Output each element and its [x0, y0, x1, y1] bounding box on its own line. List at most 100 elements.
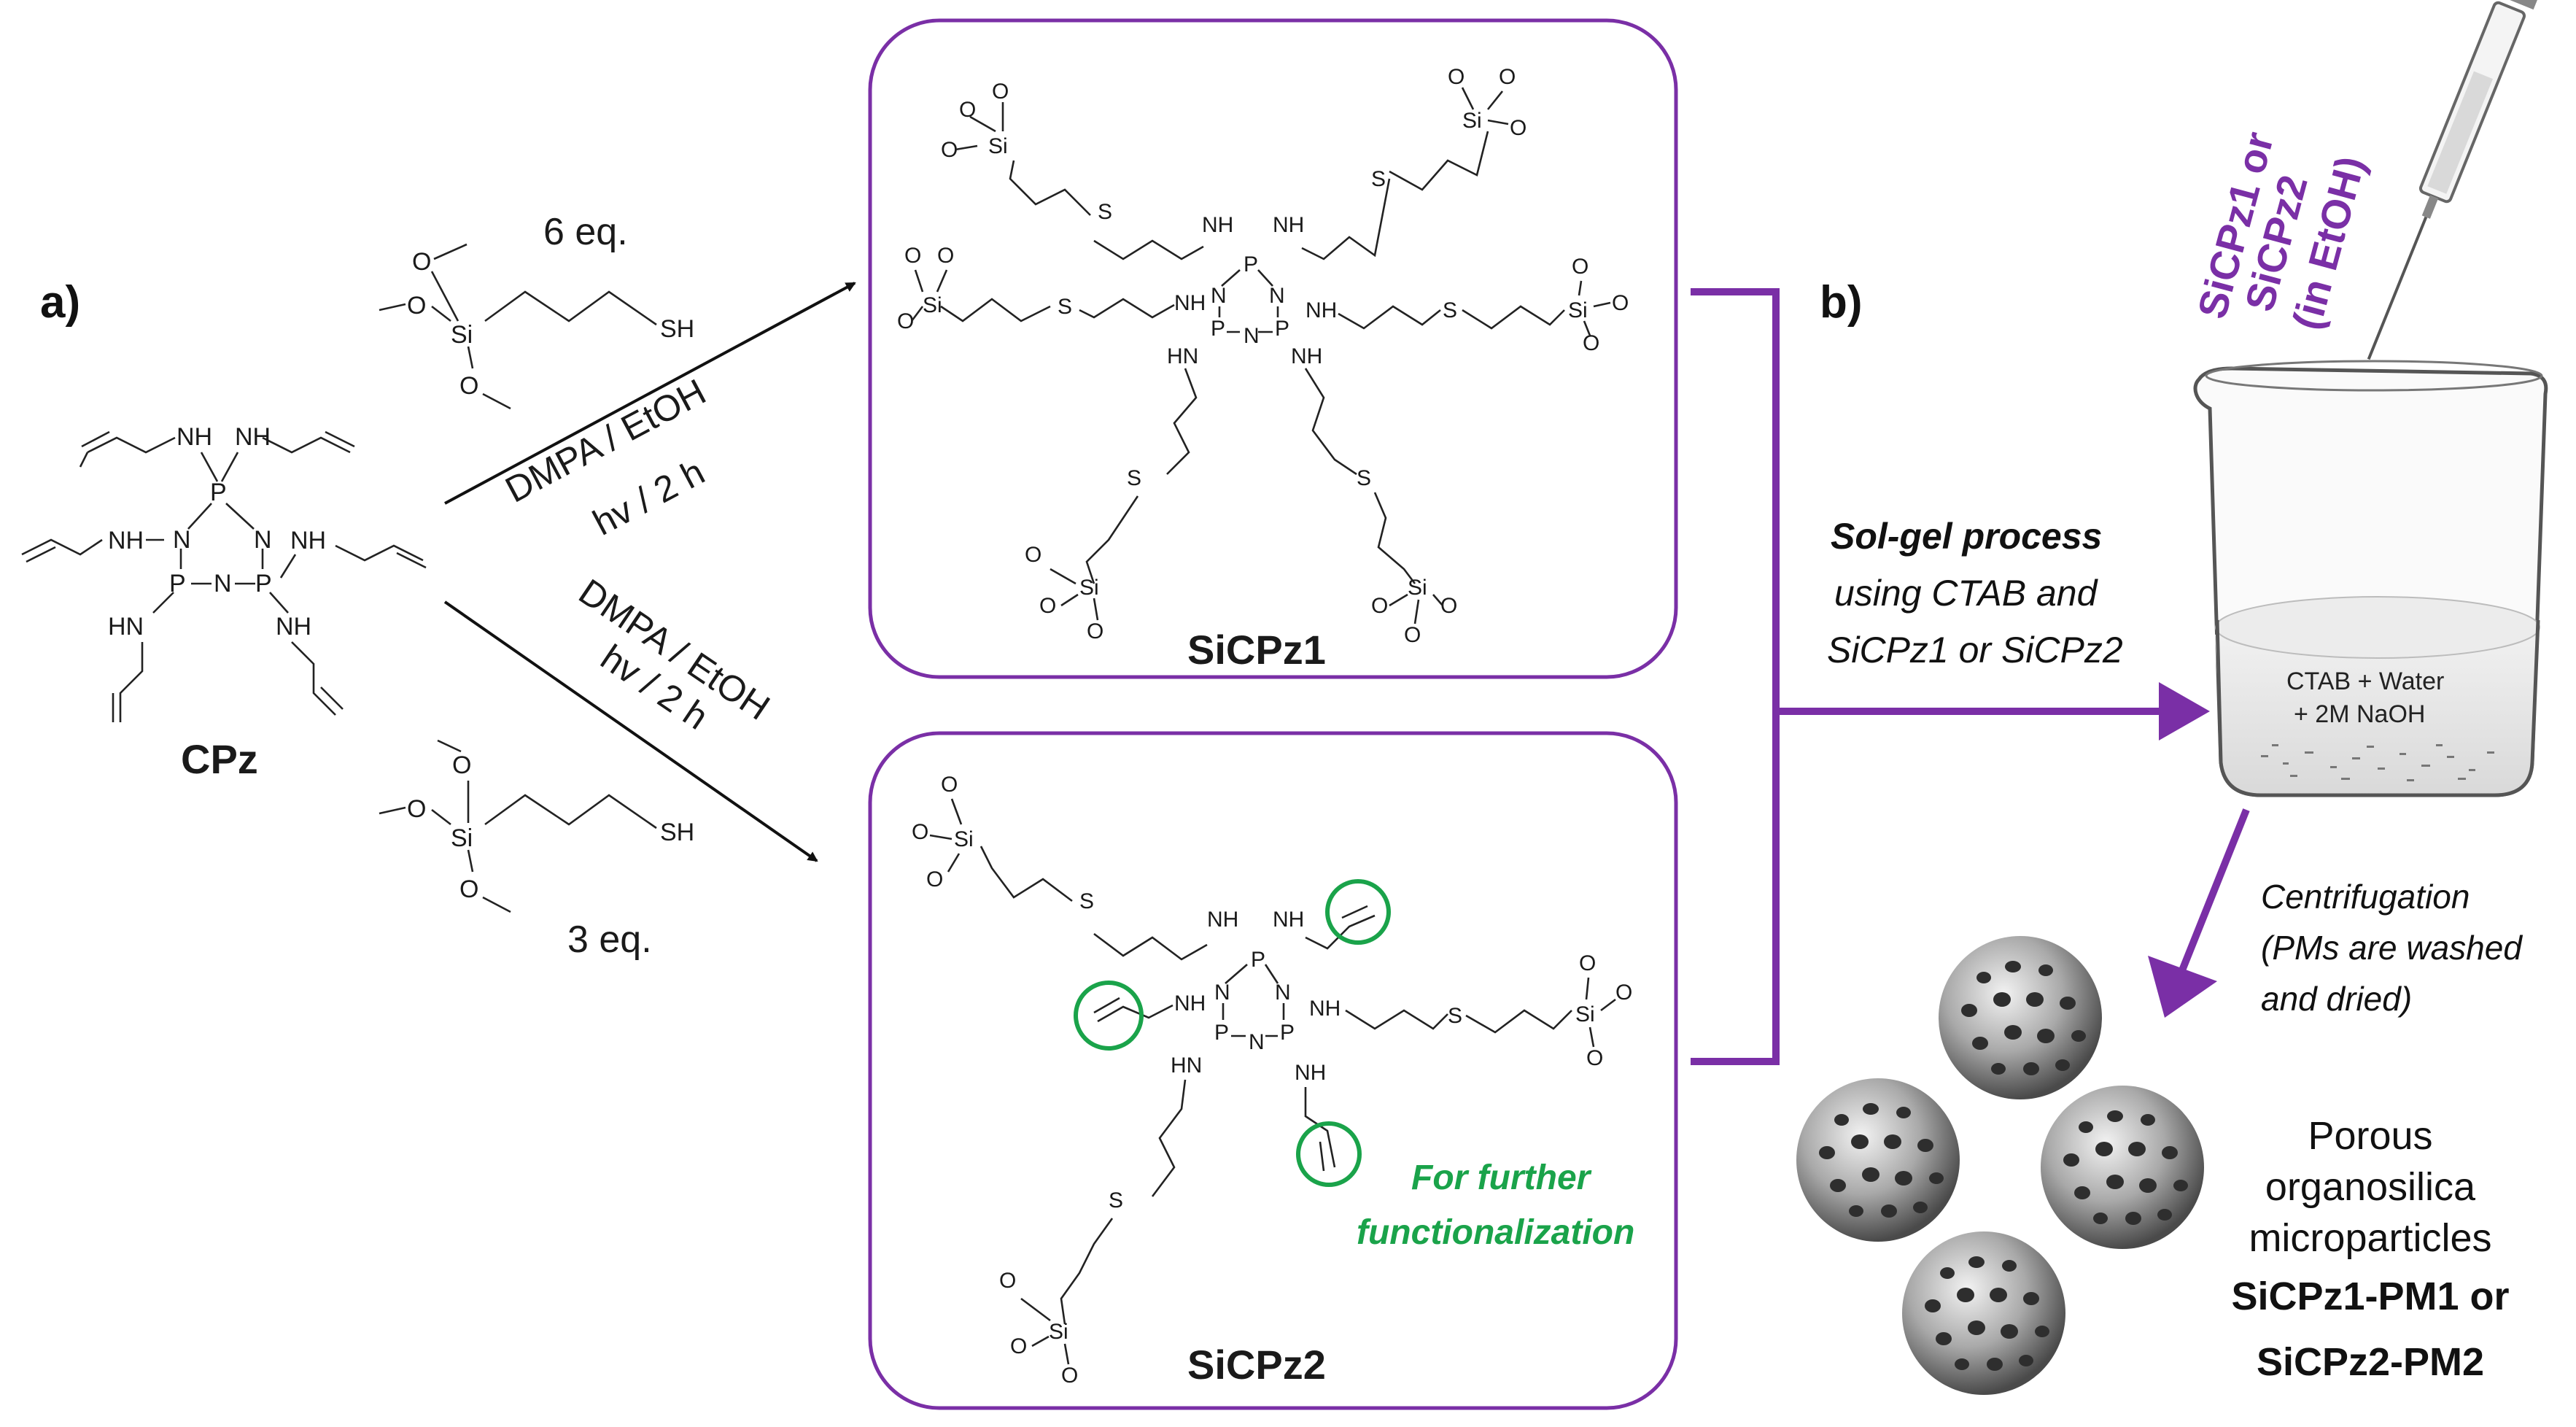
svg-text:O: O	[1612, 291, 1629, 315]
microparticle	[1939, 936, 2102, 1099]
sicpz2-arms: S Si O O O S Si O O O	[912, 773, 1632, 1388]
arrow-to-sicpz1	[444, 282, 856, 505]
svg-text:O: O	[941, 138, 958, 162]
svg-text:Si: Si	[988, 134, 1008, 158]
svg-text:Si: Si	[1049, 1320, 1068, 1344]
process-line-3: SiCPz1 or SiCPz2	[1827, 630, 2123, 670]
svg-text:S: S	[1357, 466, 1371, 490]
svg-text:O: O	[412, 248, 431, 276]
panel-label-a: a)	[40, 277, 80, 328]
reagent-bottom: O O Si O SH 3 eq.	[379, 739, 694, 961]
allyl-highlight-bottom	[1296, 1121, 1362, 1187]
svg-text:O: O	[1440, 594, 1457, 618]
microparticle	[2041, 1086, 2204, 1249]
beaker-line-1: CTAB + Water	[2286, 668, 2444, 695]
svg-text:O: O	[912, 820, 928, 844]
reagent-top-eq: 6 eq.	[543, 211, 628, 253]
svg-text:O: O	[1448, 65, 1464, 89]
svg-text:Si: Si	[1575, 1002, 1595, 1026]
svg-text:NH: NH	[1202, 213, 1233, 237]
cond-top-2: hv / 2 h	[586, 451, 711, 543]
svg-text:P: P	[210, 479, 227, 506]
svg-text:NH: NH	[276, 613, 311, 641]
sicpz2-panel: P N N P N P NH NH NH NH HN NH S Si O	[868, 731, 1678, 1410]
svg-text:O: O	[407, 795, 426, 823]
svg-text:O: O	[1010, 1334, 1027, 1358]
svg-text:HN: HN	[1167, 344, 1198, 368]
centrifugation-line-2: (PMs are washed	[2261, 929, 2523, 967]
flow-bracket	[1691, 288, 2250, 1065]
svg-text:O: O	[959, 98, 976, 122]
svg-text:O: O	[897, 309, 914, 333]
sicpz1-arms: S Si O O O S Si O O O S Si O O	[897, 65, 1629, 647]
svg-text:NH: NH	[1174, 291, 1206, 315]
svg-text:O: O	[1583, 331, 1599, 355]
svg-text:NH: NH	[1174, 991, 1206, 1016]
svg-text:S: S	[1058, 295, 1072, 319]
cpz-name: CPz	[181, 736, 258, 782]
svg-text:Si: Si	[1568, 298, 1588, 322]
svg-text:Si: Si	[954, 827, 974, 851]
svg-text:O: O	[941, 773, 958, 797]
svg-text:NH: NH	[290, 527, 326, 554]
svg-text:O: O	[1615, 981, 1632, 1005]
svg-text:P: P	[1211, 317, 1225, 341]
svg-text:N: N	[173, 526, 191, 554]
svg-text:O: O	[1371, 594, 1388, 618]
svg-text:NH: NH	[1273, 213, 1304, 237]
svg-text:O: O	[1586, 1046, 1603, 1070]
svg-text:P: P	[169, 570, 186, 598]
svg-text:S: S	[1127, 466, 1141, 490]
result-line-4: SiCPz1-PM1 or	[2231, 1275, 2509, 1318]
svg-text:N: N	[1214, 981, 1230, 1005]
sicpz2-core: P N N P N P NH NH NH NH HN NH	[1171, 908, 1341, 1085]
svg-text:Si: Si	[1462, 109, 1482, 133]
allyl-highlight-left	[1074, 981, 1144, 1051]
arrow-to-sicpz2	[443, 600, 818, 862]
allyl-highlight-top	[1325, 879, 1391, 945]
svg-text:NH: NH	[1207, 908, 1238, 932]
svg-text:Si: Si	[1079, 576, 1099, 600]
svg-text:S: S	[1098, 200, 1112, 224]
svg-text:N: N	[1211, 284, 1227, 308]
svg-text:S: S	[1371, 167, 1386, 191]
svg-text:O: O	[407, 292, 426, 320]
syringe	[2367, 0, 2538, 360]
svg-text:HN: HN	[1171, 1053, 1202, 1078]
sicpz1-panel: P N N P N P NH NH NH NH HN NH S Si O	[868, 18, 1678, 679]
cpz-structure: P N N P N P NH NH NH NH HN NH CPz	[21, 423, 427, 782]
svg-text:N: N	[1269, 284, 1285, 308]
reagent-bottom-eq: 3 eq.	[567, 919, 652, 961]
svg-text:HN: HN	[108, 613, 144, 641]
svg-text:P: P	[1251, 948, 1265, 972]
svg-text:O: O	[452, 751, 471, 779]
svg-text:O: O	[459, 372, 478, 400]
svg-text:Si: Si	[1408, 576, 1427, 600]
result-line-3: microparticles	[2249, 1216, 2491, 1260]
svg-text:S: S	[1448, 1004, 1462, 1028]
svg-text:O: O	[1039, 594, 1056, 618]
svg-text:O: O	[992, 80, 1009, 104]
svg-text:O: O	[926, 867, 943, 892]
sicpz2-name: SiCPz2	[1187, 1342, 1326, 1388]
svg-text:O: O	[1404, 623, 1421, 647]
svg-text:NH: NH	[1295, 1061, 1326, 1085]
svg-text:P: P	[1275, 317, 1289, 341]
svg-text:NH: NH	[1273, 908, 1304, 932]
svg-text:N: N	[254, 526, 272, 554]
process-line-2: using CTAB and	[1834, 573, 2099, 614]
microparticles	[1796, 936, 2204, 1395]
reagent-top: 6 eq. O O Si O SH	[379, 211, 694, 410]
svg-text:NH: NH	[108, 527, 144, 554]
svg-text:Si: Si	[451, 824, 473, 852]
svg-text:SH: SH	[660, 819, 694, 846]
svg-text:O: O	[1061, 1364, 1078, 1388]
sicpz1-name: SiCPz1	[1187, 627, 1326, 673]
microparticle	[1902, 1231, 2065, 1395]
centrifugation-line-3: and dried)	[2261, 980, 2412, 1018]
svg-text:N: N	[1249, 1030, 1265, 1054]
svg-text:O: O	[937, 244, 954, 268]
svg-text:O: O	[1572, 255, 1588, 279]
beaker-line-2: + 2M NaOH	[2294, 700, 2425, 728]
beaker: CTAB + Water + 2M NaOH	[2193, 360, 2548, 797]
